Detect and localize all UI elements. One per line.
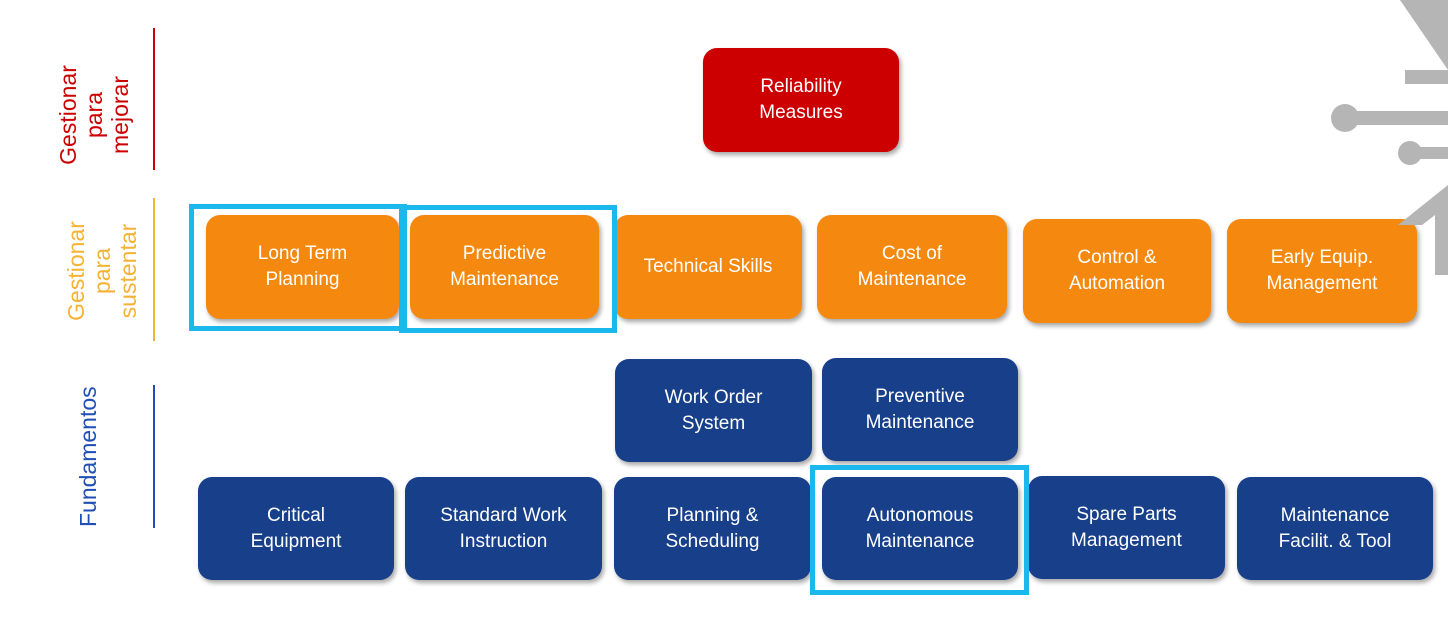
box-label: Planning (265, 269, 340, 290)
section-label-line: Fundamentos (75, 386, 101, 527)
section-divider-sustentar (153, 198, 155, 341)
section-label-sustentar: Gestionar para sustentar (63, 201, 141, 341)
box-label: Standard Work (440, 504, 567, 526)
section-label-line: Gestionar (55, 65, 81, 165)
box-cost-of-maintenance: Cost of Maintenance (817, 215, 1007, 319)
box-control-automation: Control & Automation (1023, 219, 1211, 323)
box-label: Management (1266, 273, 1378, 294)
box-technical-skills: Technical Skills (614, 215, 802, 319)
box-label: Maintenance (865, 530, 975, 552)
box-label: Work Order (664, 386, 763, 408)
section-divider-fundamentos (153, 385, 155, 528)
box-label: Maintenance (857, 269, 967, 290)
section-label-line: para (89, 247, 115, 295)
box-label: Critical (266, 504, 326, 526)
box-label: Reliability (760, 76, 842, 97)
section-divider-mejorar (153, 28, 155, 170)
box-label: Long Term (257, 243, 348, 264)
box-label: Maintenance (1280, 504, 1390, 526)
section-label-line: sustentar (115, 223, 141, 319)
box-label: Autonomous (866, 504, 974, 526)
box-label: Maintenance (450, 269, 559, 290)
section-label-line: Gestionar (63, 221, 89, 321)
highlight-frame-predictive-maintenance (399, 205, 617, 333)
box-label: Preventive (875, 385, 965, 407)
decorative-connector-graphic (1331, 0, 1448, 275)
highlight-frame-long-term-planning (189, 204, 407, 331)
box-label: Predictive (462, 243, 547, 264)
box-label: System (681, 412, 746, 434)
box-label: Instruction (459, 530, 548, 552)
section-label-fundamentos: Fundamentos (75, 386, 101, 527)
box-label: Early Equip. (1270, 247, 1374, 268)
box-label: Maintenance (865, 411, 975, 433)
box-label: Measures (759, 102, 843, 123)
box-label: Cost of (881, 243, 943, 264)
box-label: Facilit. & Tool (1278, 530, 1392, 552)
box-label: Automation (1068, 273, 1166, 294)
section-label-line: mejorar (107, 76, 133, 154)
box-label: Equipment (250, 530, 342, 552)
box-label: Technical Skills (643, 256, 773, 277)
box-label: Planning & (666, 504, 759, 526)
box-label: Scheduling (665, 530, 760, 552)
box-label: Control & (1077, 247, 1157, 268)
box-early-equip-management: Early Equip. Management (1227, 219, 1417, 323)
box-label: Spare Parts (1076, 503, 1177, 525)
section-label-line: para (81, 91, 107, 139)
box-planning-scheduling: Planning & Scheduling (614, 477, 811, 580)
box-label: Management (1071, 529, 1182, 551)
section-label-mejorar: Gestionar para mejorar (55, 45, 133, 185)
highlight-frame-autonomous-maintenance (810, 465, 1029, 595)
